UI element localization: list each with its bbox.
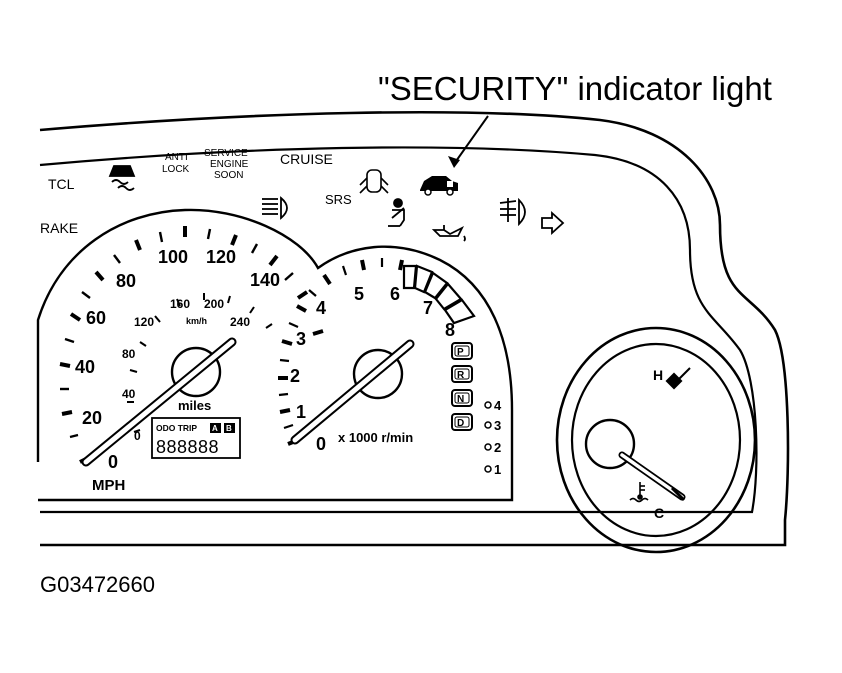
odometer-digits: 888888: [156, 437, 219, 457]
oil-pressure-icon: [431, 225, 466, 242]
figure-id: G03472660: [40, 572, 155, 597]
tach-label-0: 0: [316, 434, 326, 454]
trip-b-label: B: [226, 424, 232, 433]
tach-label-7: 7: [423, 298, 433, 318]
svg-text:P: P: [457, 347, 464, 358]
coolant-temp-icon: [629, 482, 649, 503]
tach-label-2: 2: [290, 366, 300, 386]
mph-label-140: 140: [250, 270, 280, 290]
tach-label-8: 8: [445, 320, 455, 340]
tach-label-6: 6: [390, 284, 400, 304]
svg-text:3: 3: [494, 418, 501, 433]
kmh-label-0: 0: [134, 429, 141, 443]
service-label-line1: SERVICE: [204, 148, 248, 159]
trip-b-box: [224, 423, 235, 433]
anti-lock-label-line1: ANTI: [165, 152, 188, 163]
mph-label-40: 40: [75, 357, 95, 377]
mph-label-100: 100: [158, 247, 188, 267]
cluster-bezel-outline: [39, 110, 790, 547]
seatbelt-icon: [388, 198, 405, 227]
tach-label-4: 4: [316, 298, 326, 318]
turn-signal-icon: [541, 210, 565, 236]
kmh-label-80: 80: [122, 347, 136, 361]
speedometer-major-ticks: [59, 226, 324, 464]
temp-cold-label: C: [654, 505, 664, 521]
door-ajar-icon: [359, 169, 389, 194]
gear-indicator-r: R: [451, 365, 473, 383]
callout-arrow: [448, 115, 489, 168]
service-label-line3: SOON: [214, 170, 243, 181]
trip-a-label: A: [212, 424, 218, 433]
tachometer-needle: [290, 339, 415, 445]
tachometer-minor-ticks: [278, 258, 384, 430]
kmh-unit-label: km/h: [186, 316, 207, 326]
tachometer-redline-zone: [402, 264, 476, 325]
odometer-unit-miles: miles: [178, 398, 211, 413]
mph-label-120: 120: [206, 247, 236, 267]
kmh-label-120: 120: [134, 315, 154, 329]
security-indicator-callout: "SECURITY" indicator light: [378, 70, 772, 107]
tachometer-unit-label: x 1000 r/min: [338, 430, 413, 445]
gauge-face-outline: [36, 208, 514, 502]
svg-text:D: D: [457, 418, 464, 429]
trip-a-box: [210, 423, 221, 433]
odometer-mode-label: ODO TRIP: [156, 423, 197, 433]
gear-lamp-3: 3: [484, 418, 501, 433]
tach-label-1: 1: [296, 402, 306, 422]
mph-label-60: 60: [86, 308, 106, 328]
brake-label: RAKE: [40, 220, 78, 236]
gear-indicator-p: P: [451, 342, 473, 360]
tach-label-5: 5: [354, 284, 364, 304]
gear-lamp-1: 1: [484, 462, 501, 477]
gear-indicator-d: D: [451, 413, 473, 431]
slip-indicator-icon: [108, 165, 136, 191]
svg-text:2: 2: [494, 440, 501, 455]
gear-indicator-n: N: [451, 389, 473, 407]
mph-label-20: 20: [82, 408, 102, 428]
headlight-icon: [262, 196, 288, 220]
tach-label-3: 3: [296, 329, 306, 349]
tcl-label: TCL: [48, 176, 75, 192]
cluster-inner-outline: [39, 146, 758, 514]
mph-label-0: 0: [108, 452, 118, 472]
cruise-label: CRUISE: [280, 151, 333, 167]
kmh-label-160: 160: [170, 297, 190, 311]
svg-text:4: 4: [494, 398, 502, 413]
service-label-line2: ENGINE: [210, 159, 249, 170]
gear-lamp-4: 4: [484, 398, 502, 413]
svg-text:R: R: [457, 370, 465, 381]
fog-light-icon: [499, 197, 526, 227]
temp-hot-label: H: [653, 367, 663, 383]
gear-lamp-2: 2: [484, 440, 501, 455]
svg-text:1: 1: [494, 462, 501, 477]
speedometer-needle: [81, 337, 237, 467]
temperature-gauge: [555, 326, 757, 554]
svg-text:N: N: [457, 394, 464, 405]
speedometer-minor-ticks: [60, 228, 294, 439]
kmh-label-40: 40: [122, 387, 136, 401]
kmh-label-240: 240: [230, 315, 250, 329]
mph-label-80: 80: [116, 271, 136, 291]
kmh-label-200: 200: [204, 297, 224, 311]
anti-lock-label-line2: LOCK: [162, 164, 190, 175]
security-car-icon: [420, 176, 458, 196]
srs-label: SRS: [325, 192, 352, 207]
speedometer-kmh-ticks: [127, 293, 273, 433]
speedometer-unit-mph: MPH: [92, 477, 125, 494]
